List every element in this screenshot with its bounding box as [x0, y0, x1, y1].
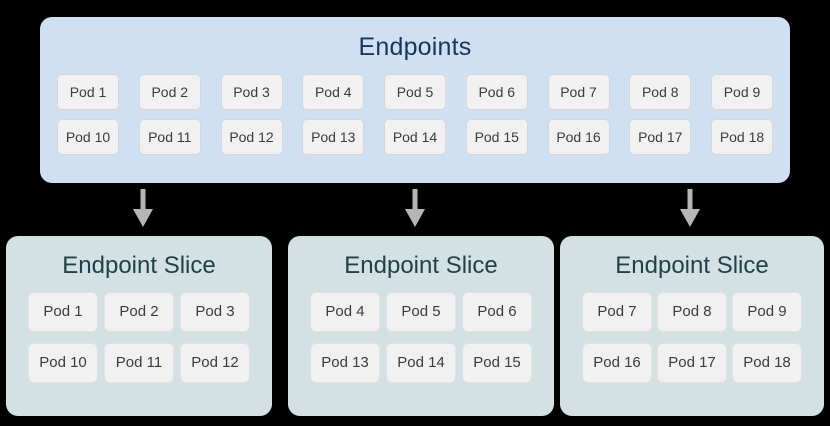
pod-chip[interactable]: Pod 17 — [629, 119, 692, 155]
pod-chip[interactable]: Pod 4 — [310, 292, 380, 332]
pod-chip[interactable]: Pod 7 — [582, 292, 652, 332]
endpoint-slice-panel-2: Endpoint Slice Pod 4 Pod 5 Pod 6 Pod 13 … — [288, 236, 554, 416]
endpoint-slice-panel-3: Endpoint Slice Pod 7 Pod 8 Pod 9 Pod 16 … — [560, 236, 824, 416]
pod-chip[interactable]: Pod 3 — [220, 74, 283, 110]
pod-chip[interactable]: Pod 1 — [28, 292, 98, 332]
down-arrow-icon — [680, 189, 700, 227]
endpoint-slice-pod-row-2: Pod 10 Pod 11 Pod 12 — [28, 343, 250, 383]
pod-chip[interactable]: Pod 9 — [711, 74, 773, 110]
pod-chip[interactable]: Pod 15 — [465, 119, 528, 155]
endpoint-slice-pod-row-2: Pod 16 Pod 17 Pod 18 — [582, 343, 802, 383]
pod-chip[interactable]: Pod 18 — [732, 343, 802, 383]
endpoints-panel: Endpoints Pod 1 Pod 2 Pod 3 Pod 4 Pod 5 … — [40, 17, 790, 183]
pod-chip[interactable]: Pod 17 — [657, 343, 727, 383]
pod-chip[interactable]: Pod 14 — [384, 119, 446, 155]
pod-chip[interactable]: Pod 2 — [138, 74, 201, 110]
endpoint-slice-panel-1: Endpoint Slice Pod 1 Pod 2 Pod 3 Pod 10 … — [6, 236, 272, 416]
pod-chip[interactable]: Pod 8 — [629, 74, 692, 110]
endpoint-slice-pod-grid: Pod 7 Pod 8 Pod 9 Pod 16 Pod 17 Pod 18 — [560, 278, 824, 383]
pod-chip[interactable]: Pod 1 — [57, 74, 119, 110]
pod-chip[interactable]: Pod 11 — [138, 119, 201, 155]
pod-chip[interactable]: Pod 6 — [465, 74, 528, 110]
endpoint-slice-pod-row-1: Pod 1 Pod 2 Pod 3 — [28, 292, 250, 332]
pod-chip[interactable]: Pod 13 — [302, 119, 365, 155]
pod-chip[interactable]: Pod 5 — [384, 74, 446, 110]
pod-chip[interactable]: Pod 13 — [310, 343, 380, 383]
endpoint-slice-pod-row-2: Pod 13 Pod 14 Pod 15 — [310, 343, 532, 383]
pod-chip[interactable]: Pod 18 — [711, 119, 773, 155]
pod-chip[interactable]: Pod 3 — [180, 292, 250, 332]
pod-chip[interactable]: Pod 8 — [657, 292, 727, 332]
pod-chip[interactable]: Pod 14 — [386, 343, 456, 383]
endpoints-pod-grid: Pod 1 Pod 2 Pod 3 Pod 4 Pod 5 Pod 6 Pod … — [40, 60, 790, 155]
pod-chip[interactable]: Pod 9 — [732, 292, 802, 332]
pod-chip[interactable]: Pod 7 — [547, 74, 610, 110]
pod-chip[interactable]: Pod 5 — [386, 292, 456, 332]
endpoint-slice-pod-grid: Pod 1 Pod 2 Pod 3 Pod 10 Pod 11 Pod 12 — [6, 278, 272, 383]
pod-chip[interactable]: Pod 12 — [220, 119, 283, 155]
pod-chip[interactable]: Pod 10 — [28, 343, 98, 383]
down-arrow-icon — [133, 189, 153, 227]
endpoint-slice-title: Endpoint Slice — [615, 252, 769, 279]
pod-chip[interactable]: Pod 16 — [582, 343, 652, 383]
endpoint-slice-pod-row-1: Pod 4 Pod 5 Pod 6 — [310, 292, 532, 332]
endpoint-slice-title: Endpoint Slice — [62, 252, 216, 279]
endpoints-pod-row-1: Pod 1 Pod 2 Pod 3 Pod 4 Pod 5 Pod 6 Pod … — [57, 74, 773, 110]
endpoint-slice-pod-grid: Pod 4 Pod 5 Pod 6 Pod 13 Pod 14 Pod 15 — [288, 278, 554, 383]
pod-chip[interactable]: Pod 16 — [547, 119, 610, 155]
pod-chip[interactable]: Pod 11 — [104, 343, 174, 383]
endpoint-slice-title: Endpoint Slice — [344, 252, 498, 279]
pod-chip[interactable]: Pod 10 — [57, 119, 119, 155]
endpoints-pod-row-2: Pod 10 Pod 11 Pod 12 Pod 13 Pod 14 Pod 1… — [57, 119, 773, 155]
pod-chip[interactable]: Pod 4 — [302, 74, 365, 110]
pod-chip[interactable]: Pod 15 — [462, 343, 532, 383]
down-arrow-icon — [405, 189, 425, 227]
pod-chip[interactable]: Pod 2 — [104, 292, 174, 332]
pod-chip[interactable]: Pod 6 — [462, 292, 532, 332]
endpoints-title: Endpoints — [358, 33, 472, 61]
endpoint-slice-pod-row-1: Pod 7 Pod 8 Pod 9 — [582, 292, 802, 332]
pod-chip[interactable]: Pod 12 — [180, 343, 250, 383]
